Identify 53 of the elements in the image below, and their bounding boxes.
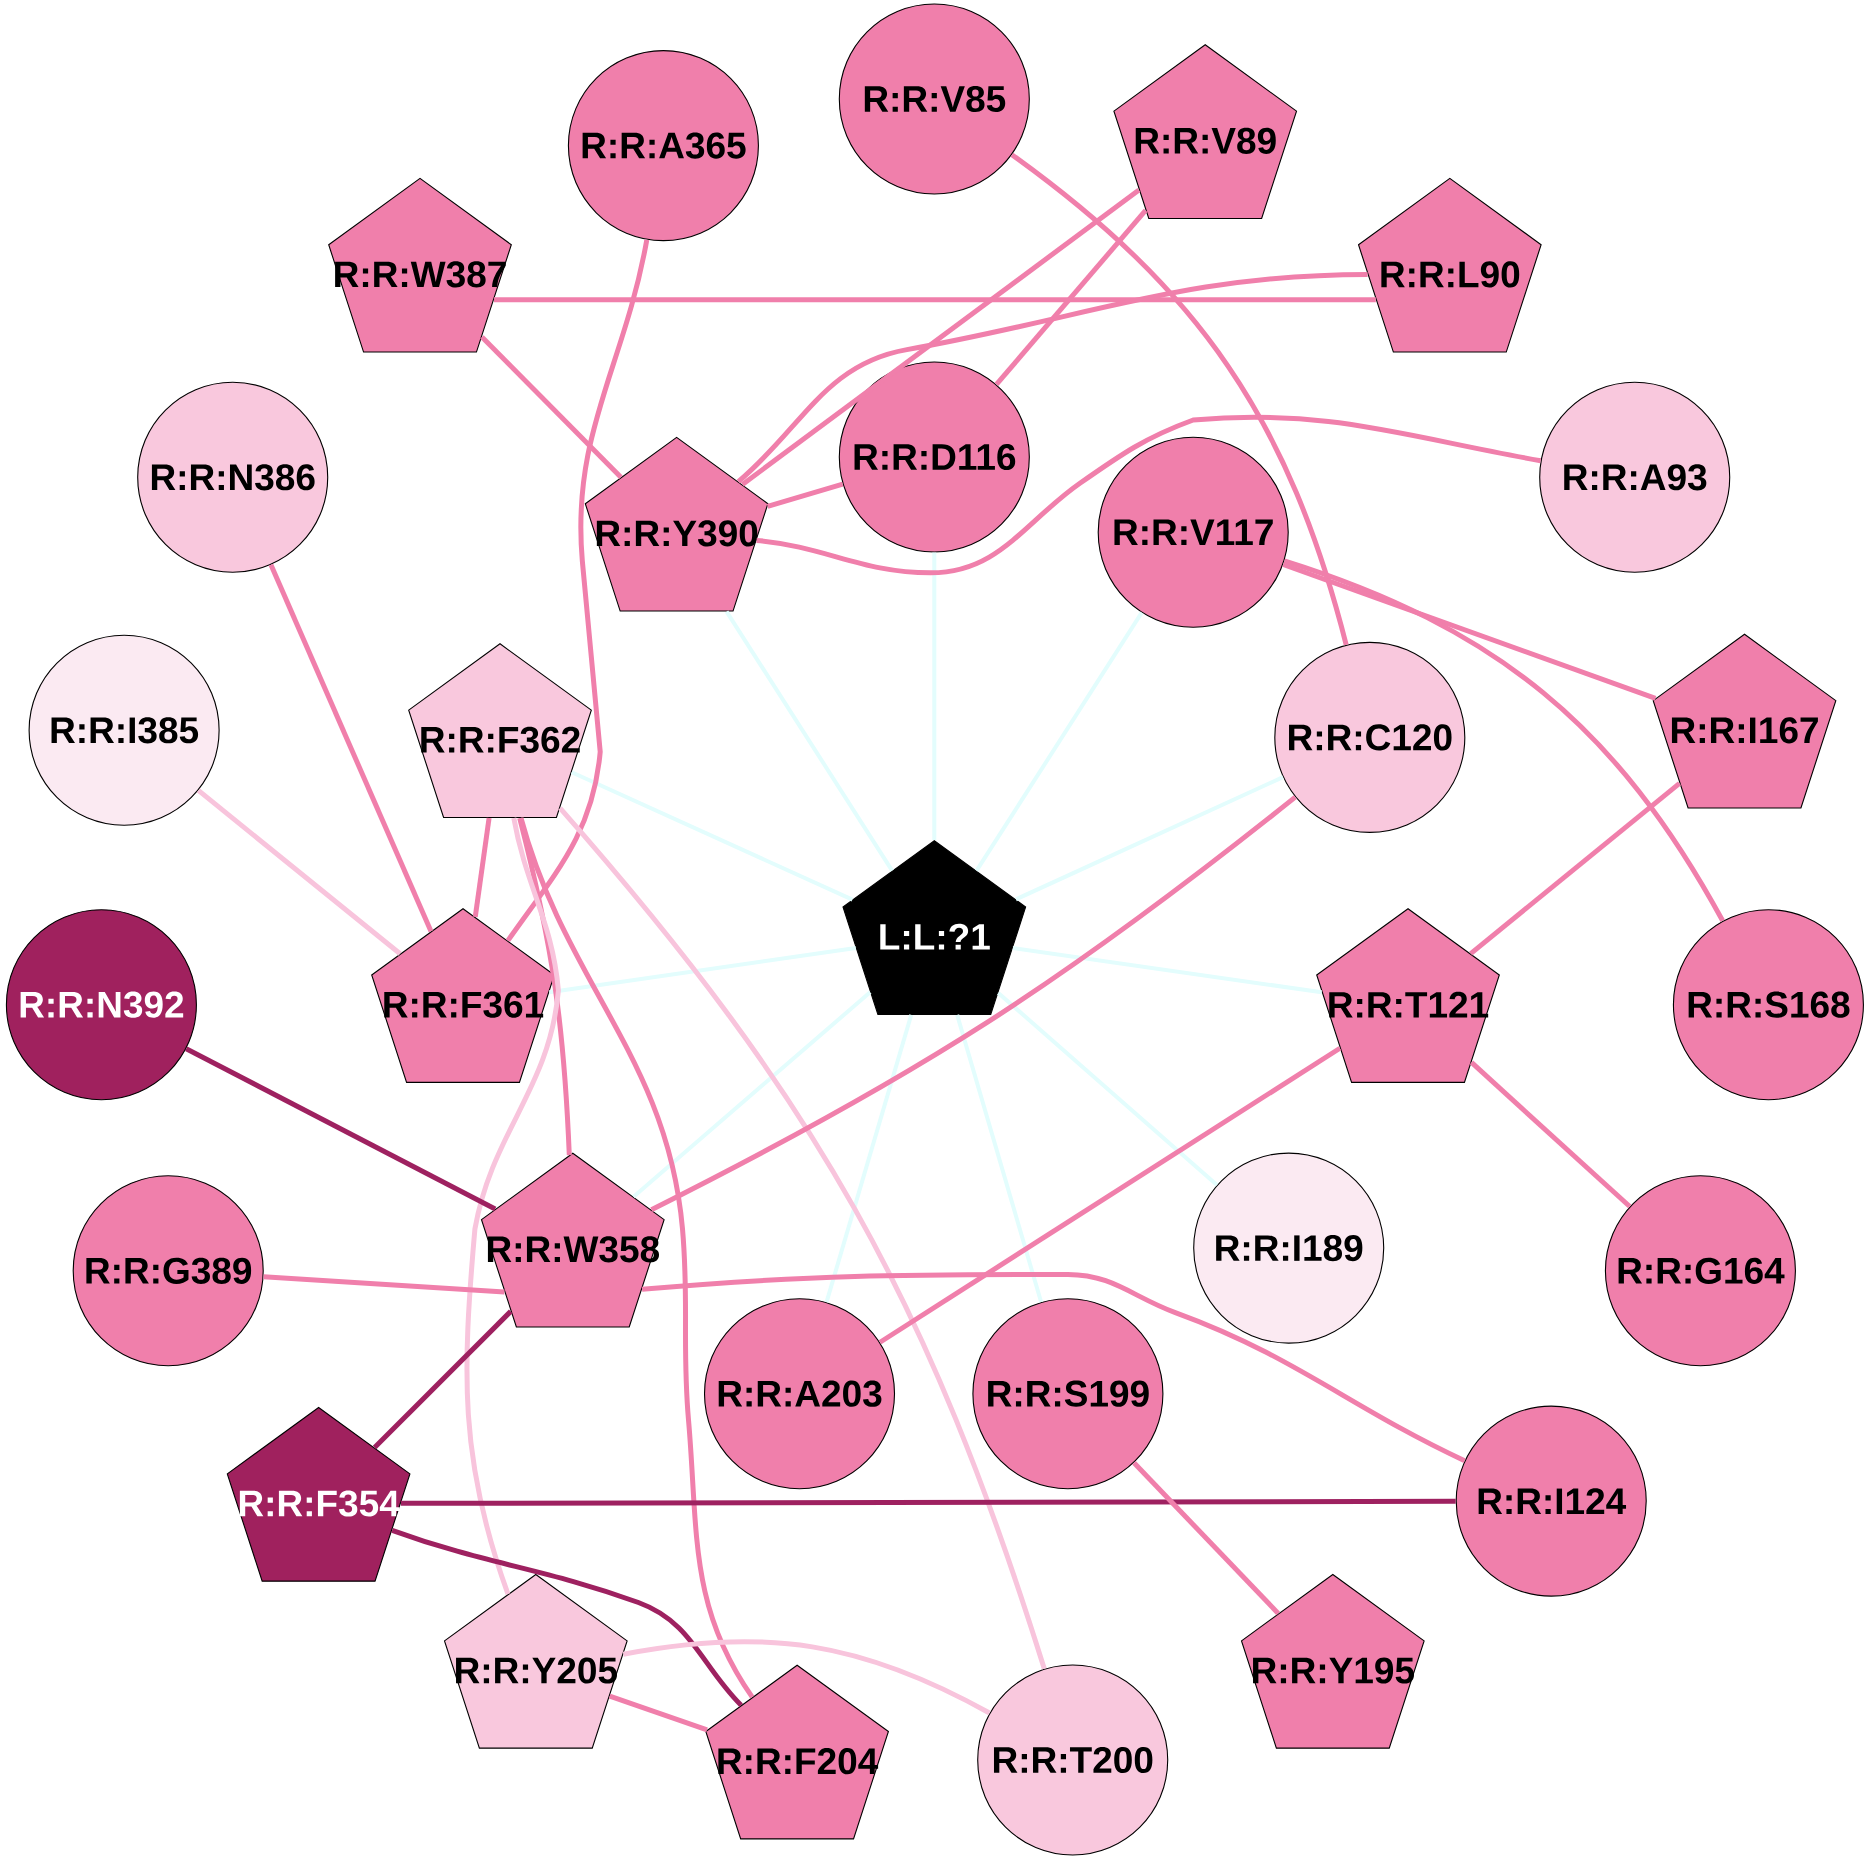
interaction-line xyxy=(997,991,1219,1187)
residue-pentagon: R:R:I167 xyxy=(1652,633,1837,809)
interaction-line xyxy=(756,414,1542,576)
interaction-line xyxy=(955,1014,1044,1303)
interaction-line xyxy=(1283,558,1725,923)
interaction-line xyxy=(740,188,1141,487)
interaction-line xyxy=(1282,562,1657,701)
interaction-line xyxy=(994,208,1148,387)
interaction-line xyxy=(766,481,844,509)
interaction-line xyxy=(632,990,872,1199)
interaction-line xyxy=(518,817,755,1699)
interaction-line xyxy=(391,1527,743,1707)
interaction-line xyxy=(622,1639,991,1716)
interaction-line xyxy=(372,1309,513,1450)
interaction-line xyxy=(480,335,623,479)
interaction-line xyxy=(1132,1461,1281,1616)
interaction-line xyxy=(824,1014,914,1303)
residue-pentagon: R:R:F354 xyxy=(226,1406,411,1582)
interaction-line xyxy=(641,1271,1466,1463)
interaction-line xyxy=(185,1046,497,1212)
interaction-line xyxy=(608,1693,708,1733)
residue-pentagon: R:R:F362 xyxy=(408,643,592,818)
residue-pentagon: R:R:V89 xyxy=(1113,44,1298,219)
interaction-line xyxy=(724,610,894,872)
interaction-line xyxy=(570,770,854,902)
interaction-line xyxy=(1010,152,1349,646)
interaction-line xyxy=(932,552,937,840)
interaction-line xyxy=(400,1498,1456,1506)
interaction-line xyxy=(1015,775,1284,902)
interaction-line xyxy=(558,806,1047,1670)
interaction-line xyxy=(878,1046,1342,1345)
residue-pentagon: R:R:Y195 xyxy=(1240,1573,1425,1749)
interaction-line xyxy=(1469,1060,1632,1209)
interaction-line xyxy=(494,297,1376,303)
interaction-line xyxy=(736,271,1368,484)
interaction-line xyxy=(263,1274,505,1295)
interaction-line xyxy=(549,946,857,995)
interaction-line xyxy=(1469,781,1682,956)
interaction-line xyxy=(517,817,572,1156)
residue-pentagon: R:R:Y390 xyxy=(584,436,769,612)
interaction-line xyxy=(464,817,561,1595)
interaction-line xyxy=(1012,946,1323,995)
residue-pentagon: R:R:L90 xyxy=(1357,177,1542,353)
interaction-line xyxy=(974,611,1144,872)
ligand-pentagon: L:L:?1 xyxy=(842,840,1027,1015)
interaction-line xyxy=(196,788,402,956)
residue-pentagon: R:R:Y205 xyxy=(443,1573,628,1749)
interaction-line xyxy=(268,563,434,933)
interaction-line xyxy=(472,817,492,918)
residue-pentagon: R:R:T121 xyxy=(1316,908,1500,1083)
interaction-line xyxy=(505,239,650,943)
residue-pentagon: R:R:F361 xyxy=(371,908,555,1083)
interaction-line xyxy=(650,795,1297,1212)
